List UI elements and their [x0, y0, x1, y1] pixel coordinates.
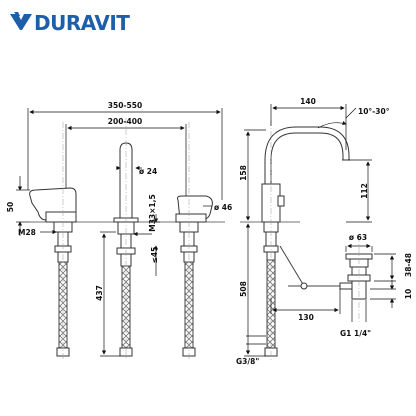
front-view [29, 118, 225, 360]
dim-outlet-height: 112 [360, 183, 369, 199]
dim-m28: M28 [18, 228, 36, 237]
dim-total-height: 508 [239, 281, 248, 297]
dim-pipe-diameter: ø 63 [349, 233, 367, 242]
right-lever-handle [175, 195, 213, 223]
duravit-bird-icon [10, 12, 32, 30]
dim-waste-range: 38-48 [404, 253, 413, 277]
dim-inner-width: 200-400 [108, 117, 142, 126]
dim-spout-height: 158 [239, 165, 248, 181]
side-dimension-lines [244, 104, 396, 357]
dim-waste-thread: G1 1/4" [340, 329, 371, 338]
dimension-labels: 350-550 200-400 50 M28 ø 24 ø 46 M33×1,5… [6, 97, 413, 366]
dim-spout-reach: 140 [300, 97, 316, 106]
dim-overall-width: 350-550 [108, 101, 142, 110]
dim-lever-height: 50 [6, 202, 15, 212]
pull-rod [279, 245, 305, 287]
center-spout [113, 142, 139, 267]
dim-waste-offset: 10 [404, 289, 413, 299]
dim-hose-length: 437 [95, 285, 104, 301]
duravit-logo: DURAVIT [8, 8, 138, 36]
dim-connection-length: 130 [298, 313, 314, 322]
dim-m33: M33×1,5 [148, 194, 157, 231]
dim-handle-diameter: ø 46 [214, 203, 232, 212]
brand-name: DURAVIT [34, 11, 130, 35]
pop-up-waste [339, 253, 373, 300]
dim-deck-max: ≤45 [150, 247, 159, 264]
dim-inlet-thread: G3/8" [236, 357, 259, 366]
front-dimension-lines [16, 108, 223, 357]
dim-swivel-angle: 10°-30° [358, 107, 390, 116]
dim-spout-diameter: ø 24 [139, 167, 157, 176]
left-lever-handle [29, 187, 77, 223]
